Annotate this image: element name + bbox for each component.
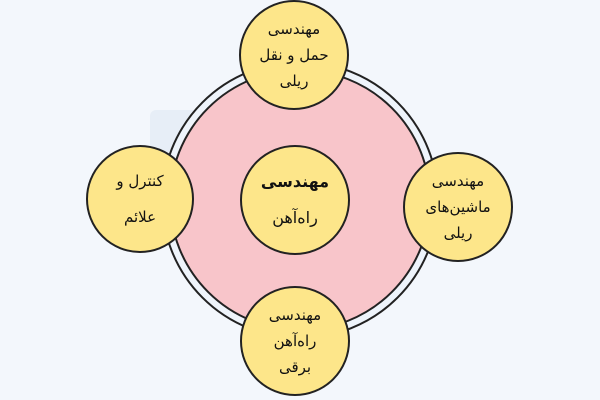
- node-label-line: ریلی: [443, 224, 473, 242]
- node-label-line: راه‌آهن: [272, 208, 318, 227]
- node-control-and-signals: کنترل و علائم: [86, 145, 194, 253]
- node-label-line: علائم: [123, 208, 157, 226]
- node-label-line: مهندسی: [260, 172, 330, 191]
- node-rail-machinery-engineering: مهندسی ماشین‌های ریلی: [403, 152, 513, 262]
- node-electric-railway-engineering: مهندسی راه‌آهن برقی: [240, 286, 350, 396]
- node-label-line: ریلی: [279, 72, 309, 90]
- node-label-line: مهندسی: [267, 20, 321, 38]
- node-label-line: مهندسی: [431, 172, 485, 190]
- node-label-line: ماشین‌های: [425, 198, 491, 216]
- node-label-line: حمل و نقل: [259, 46, 329, 64]
- node-label-line: راه‌آهن: [273, 332, 317, 350]
- node-label-line: برقی: [278, 358, 312, 376]
- node-label-line: کنترل و: [116, 172, 164, 190]
- node-label-line: مهندسی: [268, 306, 322, 324]
- node-railway-engineering: مهندسی راه‌آهن: [240, 145, 350, 255]
- node-rail-transportation-engineering: مهندسی حمل و نقل ریلی: [239, 0, 349, 110]
